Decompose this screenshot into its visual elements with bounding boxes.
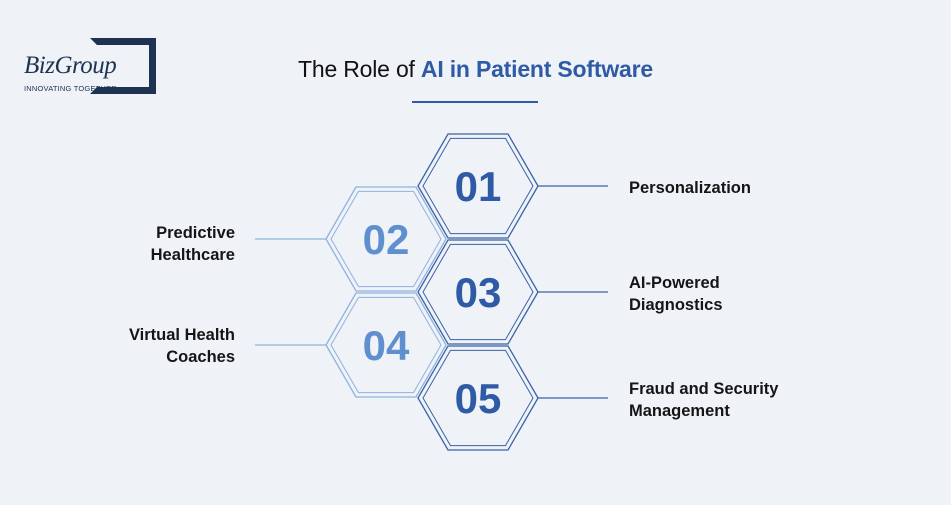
hexagon-02: [325, 186, 447, 292]
hexagon-inner-05: [422, 349, 534, 447]
bizgroup-logo: BizGroup INNOVATING TOGETHER: [22, 36, 158, 98]
label-virtual-health-coaches: Virtual Health Coaches: [128, 326, 235, 366]
hexagon-01: [417, 133, 539, 239]
hexagon-number-01: 01: [455, 163, 502, 210]
hexagon-04: [325, 292, 447, 398]
logo-frame-icon: [90, 38, 156, 94]
hexagon-group: [325, 133, 539, 451]
hexagon-inner-02: [330, 190, 442, 288]
hexagon-number-04: 04: [363, 322, 410, 369]
label-predictive-healthcare: Predictive Healthcare: [150, 224, 235, 264]
hexagon-03: [417, 239, 539, 345]
hexagon-number-05: 05: [455, 375, 502, 422]
logo-tagline: INNOVATING TOGETHER: [24, 84, 117, 93]
hexagon-05: [417, 345, 539, 451]
title-highlight: AI in Patient Software: [420, 56, 653, 82]
title-underline: [412, 101, 538, 103]
label-fraud-and-security-management: Fraud and Security Management: [629, 380, 779, 420]
hexagon-number-02: 02: [363, 216, 410, 263]
hexagon-inner-01: [422, 137, 534, 235]
hexagon-numbers: 02 04 01 03 05: [363, 163, 502, 422]
label-ai-powered-diagnostics: AI-Powered Diagnostics: [629, 274, 723, 314]
title-prefix: The Role of: [298, 56, 421, 82]
page-title: The Role of AI in Patient Software: [0, 56, 951, 83]
label-personalization: Personalization: [629, 179, 751, 197]
hexagon-number-03: 03: [455, 269, 502, 316]
logo-wordmark: BizGroup: [24, 52, 117, 79]
hexagon-inner-04: [330, 296, 442, 394]
hexagon-inner-03: [422, 243, 534, 341]
connector-lines: [255, 185, 608, 399]
